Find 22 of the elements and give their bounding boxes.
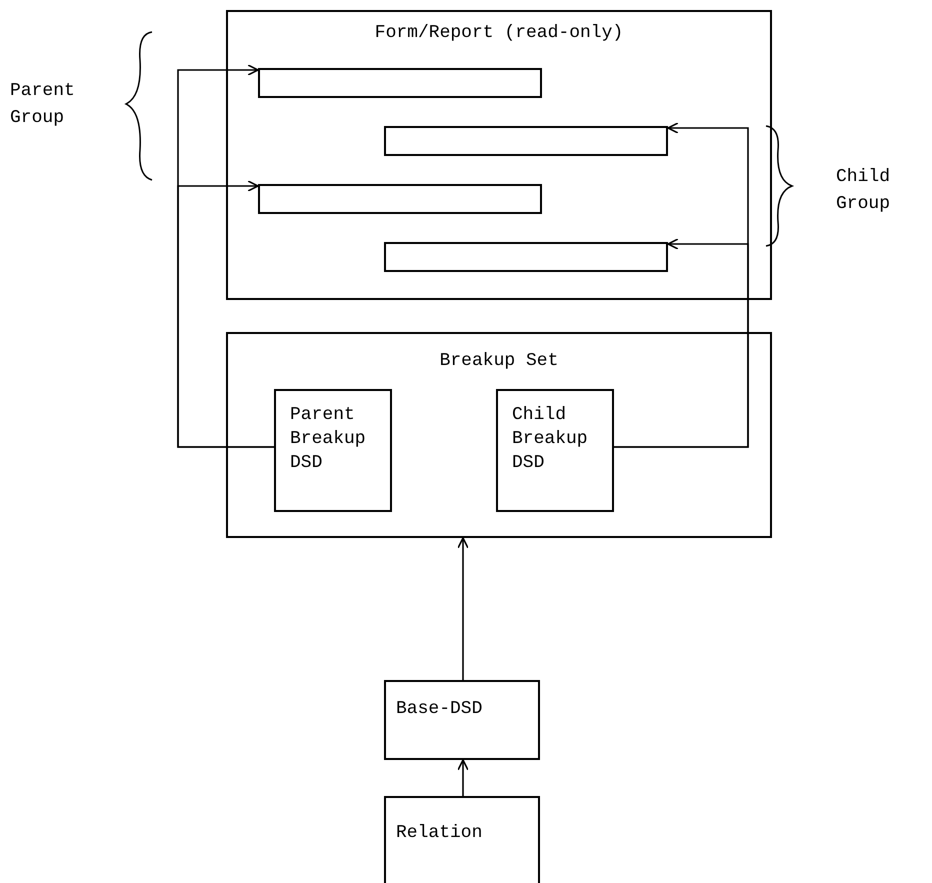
field-bar [258,184,542,214]
node-label: Breakup Set [440,351,558,371]
field-bar [384,242,668,272]
arrow [177,180,274,448]
field-bar [258,68,542,98]
form-box [226,10,772,300]
group-label: Child Group [836,167,890,214]
node-label: Base-DSD [396,699,482,719]
dsd-box [384,680,540,760]
arrow [614,238,749,448]
dsd-box [274,389,392,512]
arrow [457,759,469,796]
node-label: Child Breakup DSD [512,405,588,473]
dsd-box [496,389,614,512]
field-bar [384,126,668,156]
set-box [226,332,772,538]
node-label: Relation [396,823,482,843]
arrow [457,537,469,680]
node-label: Form/Report (read-only) [374,23,624,43]
relation-box [384,796,540,883]
group-label: Parent Group [10,81,75,128]
node-label: Parent Breakup DSD [290,405,366,473]
